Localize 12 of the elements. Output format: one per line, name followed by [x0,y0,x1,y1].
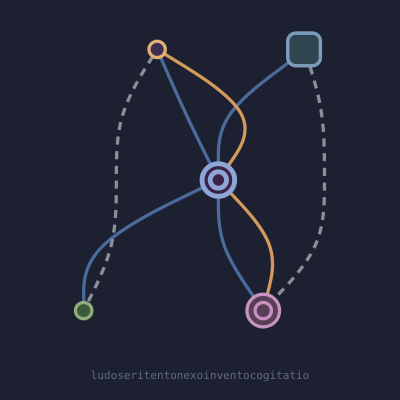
node-circle [200,161,238,199]
node-ellipse [74,300,94,320]
connector [216,60,290,164]
caption: ludoseritentonexoinventocogitatio [90,369,310,382]
connector [86,55,154,304]
node-circle [245,292,282,329]
node-ellipse [147,40,167,60]
connector [228,190,274,296]
connector [216,196,256,298]
connector [163,52,247,168]
connector [158,56,213,166]
connector [82,186,204,302]
